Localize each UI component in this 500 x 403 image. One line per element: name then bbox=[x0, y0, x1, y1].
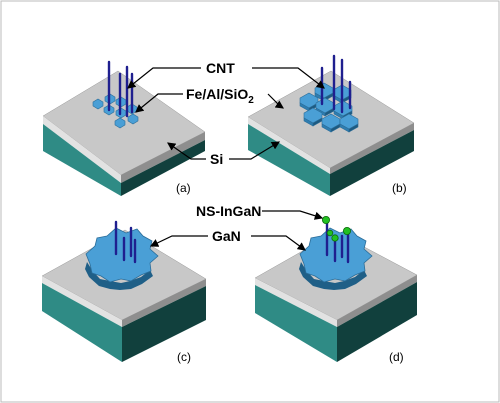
substrate-a-front-side bbox=[43, 124, 121, 196]
panel-c: (c) bbox=[41, 220, 207, 364]
substrate-b-right-side bbox=[330, 130, 414, 196]
substrate-b-dark-strip bbox=[330, 123, 414, 174]
panel-label-d: (d) bbox=[389, 350, 404, 364]
cnt-tubes-c bbox=[114, 220, 137, 264]
substrate-b-front-side bbox=[248, 124, 330, 196]
callout-lines bbox=[127, 67, 325, 251]
substrate-c-dark-strip bbox=[122, 279, 206, 327]
panel-a: (a) bbox=[42, 60, 206, 196]
substrate-d-light-strip bbox=[255, 278, 337, 327]
substrate-c-light-strip bbox=[42, 276, 122, 327]
substrate-d-front-side bbox=[255, 285, 337, 362]
panel-label-b: (b) bbox=[392, 181, 407, 195]
label-si: Si bbox=[210, 151, 224, 167]
substrate-a-light-strip bbox=[43, 116, 121, 183]
ns-ingan-arrow bbox=[262, 210, 324, 220]
panel-label-a: (a) bbox=[176, 181, 191, 195]
ns-ingan-dots bbox=[321, 215, 351, 242]
panel-b: (b) bbox=[247, 54, 415, 196]
label-catalyst-text: Fe/Al/SiO bbox=[186, 86, 249, 102]
substrate-c-front-side bbox=[42, 283, 122, 362]
catalyst-arrow-right bbox=[267, 93, 284, 109]
substrate-b-light-strip bbox=[248, 117, 330, 174]
label-gan: GaN bbox=[212, 228, 241, 244]
catalyst-arrow-left bbox=[135, 93, 183, 113]
label-ns-ingan: NS-InGaN bbox=[196, 203, 262, 219]
cnt-tubes-d bbox=[325, 220, 350, 264]
panel-d: (d) bbox=[254, 215, 418, 364]
si-arrow-left bbox=[167, 142, 206, 160]
panel-label-c: (c) bbox=[177, 350, 191, 364]
label-cnt: CNT bbox=[206, 60, 235, 76]
label-catalyst: Fe/Al/SiO2 bbox=[186, 86, 254, 109]
substrate-c-right-side bbox=[122, 286, 206, 362]
label-catalyst-subscript: 2 bbox=[248, 94, 254, 106]
cnt-arrow-right bbox=[252, 67, 325, 89]
gan-arrow-right bbox=[251, 235, 306, 251]
cnt-arrow-left bbox=[127, 67, 201, 89]
substrate-d-dark-strip bbox=[337, 275, 417, 327]
si-arrow-right bbox=[229, 141, 281, 160]
substrate-d-right-side bbox=[337, 282, 417, 362]
gan-arrow-left bbox=[149, 235, 208, 247]
substrate-a-dark-strip bbox=[121, 132, 205, 183]
catalyst-islands-a bbox=[92, 93, 139, 129]
gan-layer-c bbox=[85, 227, 159, 290]
